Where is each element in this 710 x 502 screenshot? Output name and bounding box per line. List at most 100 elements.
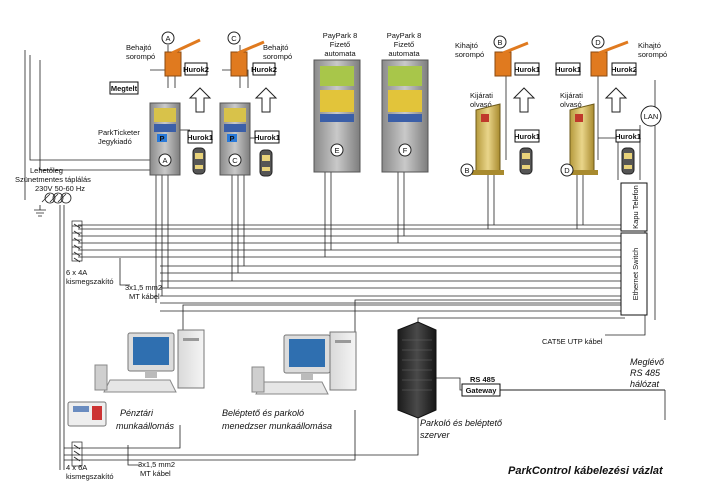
- svg-text:Hurok2: Hurok2: [611, 65, 637, 74]
- server-rack: Parkoló és beléptető szerver: [397, 321, 503, 440]
- svg-text:kismegszakító: kismegszakító: [66, 472, 114, 481]
- svg-text:sorompó: sorompó: [126, 52, 155, 61]
- svg-text:kismegszakító: kismegszakító: [66, 277, 114, 286]
- svg-text:sorompó: sorompó: [455, 50, 484, 59]
- svg-text:Fizető: Fizető: [394, 40, 414, 49]
- manager-workstation: Beléptető és parkoló menedzser munkaállo…: [222, 331, 357, 431]
- svg-text:Pénztári: Pénztári: [120, 408, 154, 418]
- svg-text:C: C: [232, 156, 238, 165]
- entry-barrier-c: C Behajtó sorompó Hurok2: [227, 31, 292, 77]
- megtelt-sign: Megtelt: [109, 81, 139, 95]
- exit-reader-d: Kijárati olvasó D Hurok1: [560, 91, 641, 177]
- svg-text:P: P: [229, 134, 234, 143]
- svg-text:LAN: LAN: [644, 112, 659, 121]
- svg-text:4 x 6A: 4 x 6A: [66, 463, 87, 472]
- svg-text:MT kábel: MT kábel: [140, 469, 171, 478]
- direction-arrow-out-2: [604, 87, 628, 113]
- svg-text:sorompó: sorompó: [638, 50, 667, 59]
- svg-text:P: P: [159, 134, 164, 143]
- svg-text:Hurok1: Hurok1: [254, 133, 280, 142]
- breaker-block-bottom: [71, 441, 83, 467]
- svg-text:Hurok1: Hurok1: [187, 133, 213, 142]
- svg-text:3x1,5 mm2: 3x1,5 mm2: [125, 283, 162, 292]
- svg-text:E: E: [334, 146, 339, 155]
- park-ticketer-a: P A ParkTicketer Jegykiadó Hurok1: [98, 102, 213, 176]
- svg-text:Jegykiadó: Jegykiadó: [98, 137, 132, 146]
- svg-text:3x1,5 mm2: 3x1,5 mm2: [138, 460, 175, 469]
- svg-text:Beléptető és parkoló: Beléptető és parkoló: [222, 408, 304, 418]
- svg-text:B: B: [497, 38, 502, 47]
- park-ticketer-c: P C Hurok1: [219, 102, 280, 176]
- exit-barrier-b: Kihajtó sorompó B Hurok1: [455, 35, 540, 77]
- svg-text:Fizető: Fizető: [330, 40, 350, 49]
- svg-text:sorompó: sorompó: [263, 52, 292, 61]
- svg-text:MT kábel: MT kábel: [129, 292, 160, 301]
- svg-text:Lehetőleg: Lehetőleg: [30, 166, 63, 175]
- paypark-automat-e: PayPark 8 Fizető automata E: [313, 31, 361, 173]
- svg-text:Hurok1: Hurok1: [514, 132, 540, 141]
- svg-text:D: D: [564, 166, 570, 175]
- svg-text:Kijárati: Kijárati: [560, 91, 583, 100]
- exit-barrier-d: Kihajtó sorompó D Hurok1 Hurok2: [555, 35, 667, 77]
- svg-text:Kapu Telefon: Kapu Telefon: [631, 185, 640, 229]
- svg-text:PayPark 8: PayPark 8: [387, 31, 422, 40]
- svg-text:Hurok1: Hurok1: [514, 65, 540, 74]
- svg-text:olvasó: olvasó: [470, 100, 492, 109]
- svg-text:B: B: [464, 166, 469, 175]
- svg-text:Megtelt: Megtelt: [111, 84, 138, 93]
- svg-text:RS 485: RS 485: [630, 368, 661, 378]
- car-icon-4: [621, 147, 635, 175]
- entry-barrier-a: A Behajtó sorompó Hurok2: [126, 31, 209, 77]
- svg-text:RS 485: RS 485: [470, 375, 495, 384]
- svg-text:Szünetmentes táplálás: Szünetmentes táplálás: [15, 175, 91, 184]
- car-icon-1: [192, 147, 206, 175]
- car-icon-3: [519, 147, 533, 175]
- svg-text:A: A: [162, 156, 167, 165]
- svg-text:olvasó: olvasó: [560, 100, 582, 109]
- svg-text:munkaállomás: munkaállomás: [116, 421, 175, 431]
- svg-text:Hurok2: Hurok2: [183, 65, 209, 74]
- svg-text:Ethernet Switch: Ethernet Switch: [631, 248, 640, 301]
- svg-text:szerver: szerver: [420, 430, 451, 440]
- exit-reader-b: Kijárati olvasó B Hurok1: [460, 91, 540, 177]
- svg-text:automata: automata: [324, 49, 356, 58]
- kapu-telefon-box: Kapu Telefon: [620, 182, 648, 232]
- svg-text:C: C: [231, 34, 237, 43]
- svg-text:D: D: [595, 38, 601, 47]
- direction-arrow-out-1: [512, 87, 536, 113]
- direction-arrow-in-2: [254, 87, 278, 113]
- breaker-block-top: [71, 220, 83, 263]
- ethernet-switch-box: Ethernet Switch: [620, 232, 648, 316]
- svg-text:Kihajtó: Kihajtó: [638, 41, 661, 50]
- cashier-workstation: Pénztári munkaállomás: [67, 329, 205, 431]
- svg-text:Behajtó: Behajtó: [126, 43, 151, 52]
- svg-text:A: A: [165, 34, 170, 43]
- paypark-automat-f: PayPark 8 Fizető automata F: [381, 31, 429, 173]
- svg-text:Kijárati: Kijárati: [470, 91, 493, 100]
- svg-text:Hurok2: Hurok2: [251, 65, 277, 74]
- svg-text:Meglévő: Meglévő: [630, 357, 665, 367]
- svg-text:hálózat: hálózat: [630, 379, 660, 389]
- svg-text:Behajtó: Behajtó: [263, 43, 288, 52]
- power-input: [34, 192, 72, 217]
- svg-text:PayPark 8: PayPark 8: [323, 31, 358, 40]
- gateway-box: RS 485 Gateway: [461, 375, 501, 397]
- svg-text:automata: automata: [388, 49, 420, 58]
- diagram-title: ParkControl kábelezési vázlat: [508, 465, 664, 477]
- svg-text:6 x 4A: 6 x 4A: [66, 268, 87, 277]
- svg-text:Kihajtó: Kihajtó: [455, 41, 478, 50]
- svg-text:Parkoló és beléptető: Parkoló és beléptető: [420, 418, 503, 428]
- direction-arrow-in-1: [188, 87, 212, 113]
- labels: Lehetőleg Szünetmentes táplálás 230V 50-…: [15, 166, 665, 481]
- svg-text:ParkTicketer: ParkTicketer: [98, 128, 140, 137]
- lan-node: LAN: [640, 105, 662, 127]
- svg-text:Gateway: Gateway: [466, 386, 498, 395]
- svg-text:230V 50-60 Hz: 230V 50-60 Hz: [35, 184, 85, 193]
- svg-text:Hurok1: Hurok1: [615, 132, 641, 141]
- car-icon-2: [259, 149, 273, 177]
- svg-text:Hurok1: Hurok1: [555, 65, 581, 74]
- svg-text:CAT5E UTP kábel: CAT5E UTP kábel: [542, 337, 603, 346]
- svg-text:F: F: [403, 146, 408, 155]
- svg-text:menedzser munkaállomása: menedzser munkaállomása: [222, 421, 332, 431]
